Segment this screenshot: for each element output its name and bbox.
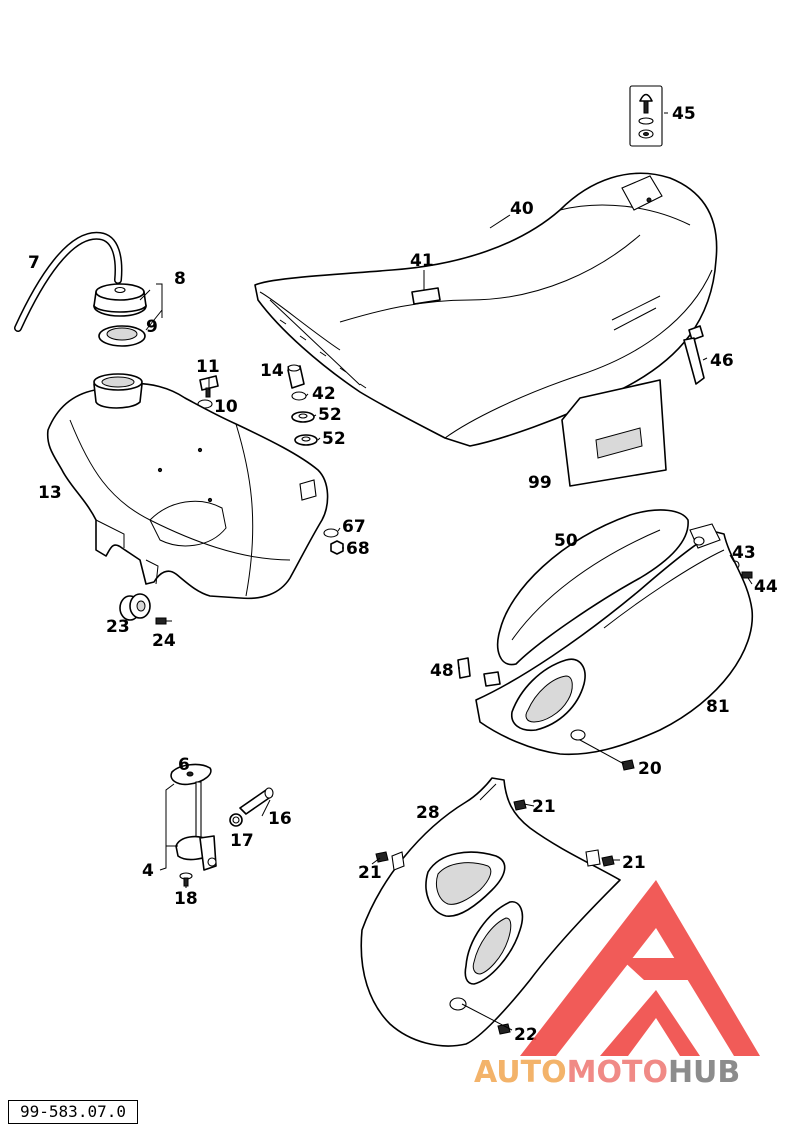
callout-16: 16 (268, 809, 292, 829)
part-46-clip (683, 325, 705, 385)
part-6-bracket (170, 763, 212, 786)
part-21-screw-right (601, 855, 615, 867)
part-42-washer (291, 391, 307, 401)
callout-20: 20 (638, 759, 662, 779)
callout-8: 8 (174, 269, 186, 289)
callout-labels: 45 40 41 7 8 9 11 10 14 42 52 52 46 99 1… (28, 104, 778, 1045)
callout-68: 68 (346, 539, 370, 559)
callout-44: 44 (754, 577, 778, 597)
watermark-segment-auto: AUTO (474, 1055, 567, 1090)
watermark-text: AUTOMOTOHUB (474, 1055, 740, 1090)
callout-7: 7 (28, 253, 40, 273)
part-48-bracket (457, 657, 501, 687)
part-20-screw (621, 759, 635, 771)
part-24-bolt (155, 617, 172, 625)
part-81-side-cover (475, 523, 754, 756)
callout-46: 46 (710, 351, 734, 371)
callout-43: 43 (732, 543, 756, 563)
part-7-vent-hose (14, 231, 123, 332)
part-28-skid-plate (360, 777, 621, 1047)
callout-10: 10 (214, 397, 238, 417)
part-44-screw (741, 571, 753, 579)
callout-21-left: 21 (358, 863, 382, 883)
part-18-screw (179, 872, 193, 887)
watermark-logo (520, 880, 760, 1056)
part-41-strap (411, 287, 441, 305)
callout-50: 50 (554, 531, 578, 551)
drawing-number: 99-583.07.0 (8, 1100, 138, 1124)
callout-67: 67 (342, 517, 366, 537)
callout-23: 23 (106, 617, 130, 637)
callout-21-right: 21 (622, 853, 646, 873)
callout-81: 81 (706, 697, 730, 717)
callout-52-lower: 52 (322, 429, 346, 449)
part-52-rubber-washer-lower (294, 434, 318, 446)
part-9-cap-gasket (98, 325, 146, 347)
part-4-fuel-tap (175, 781, 217, 871)
part-45-fastener-set (629, 85, 663, 147)
callout-21-top: 21 (532, 797, 556, 817)
part-50-side-panel (496, 509, 689, 666)
part-22-screw (497, 1023, 511, 1035)
part-67-washer (323, 528, 339, 538)
callout-9: 9 (146, 317, 158, 337)
callout-22: 22 (514, 1025, 538, 1045)
watermark-segment-hub: HUB (668, 1055, 740, 1090)
watermark-segment-moto: MOTO (567, 1055, 668, 1090)
leader-lines (139, 112, 753, 1031)
callout-4: 4 (142, 861, 154, 881)
callout-99: 99 (528, 473, 552, 493)
watermark-triangle-icon (520, 880, 760, 1056)
part-52-rubber-washer-upper (291, 411, 315, 423)
callout-14: 14 (260, 361, 284, 381)
part-8-filler-cap (93, 283, 147, 317)
callout-6: 6 (178, 755, 190, 775)
part-23-grommet (119, 593, 151, 621)
part-16-hose (239, 787, 274, 815)
part-68-nut (330, 540, 344, 555)
callout-28: 28 (416, 803, 440, 823)
callout-24: 24 (152, 631, 176, 651)
callout-17: 17 (230, 831, 254, 851)
callout-48: 48 (430, 661, 454, 681)
callout-45: 45 (672, 104, 696, 124)
callout-52-upper: 52 (318, 405, 342, 425)
part-13-fuel-tank (46, 373, 329, 600)
callout-41: 41 (410, 251, 434, 271)
callout-42: 42 (312, 384, 336, 404)
part-17-clamp (229, 813, 243, 827)
callout-13: 13 (38, 483, 62, 503)
watermark-inner-mark-icon (600, 958, 700, 1056)
part-40-seat (254, 172, 718, 447)
part-99-decal (561, 379, 667, 487)
part-14-bushing (287, 364, 305, 389)
callout-18: 18 (174, 889, 198, 909)
callout-40: 40 (510, 199, 534, 219)
callout-11: 11 (196, 357, 220, 377)
part-21-screw-top (513, 799, 527, 811)
part-21-screw-left (375, 851, 389, 863)
